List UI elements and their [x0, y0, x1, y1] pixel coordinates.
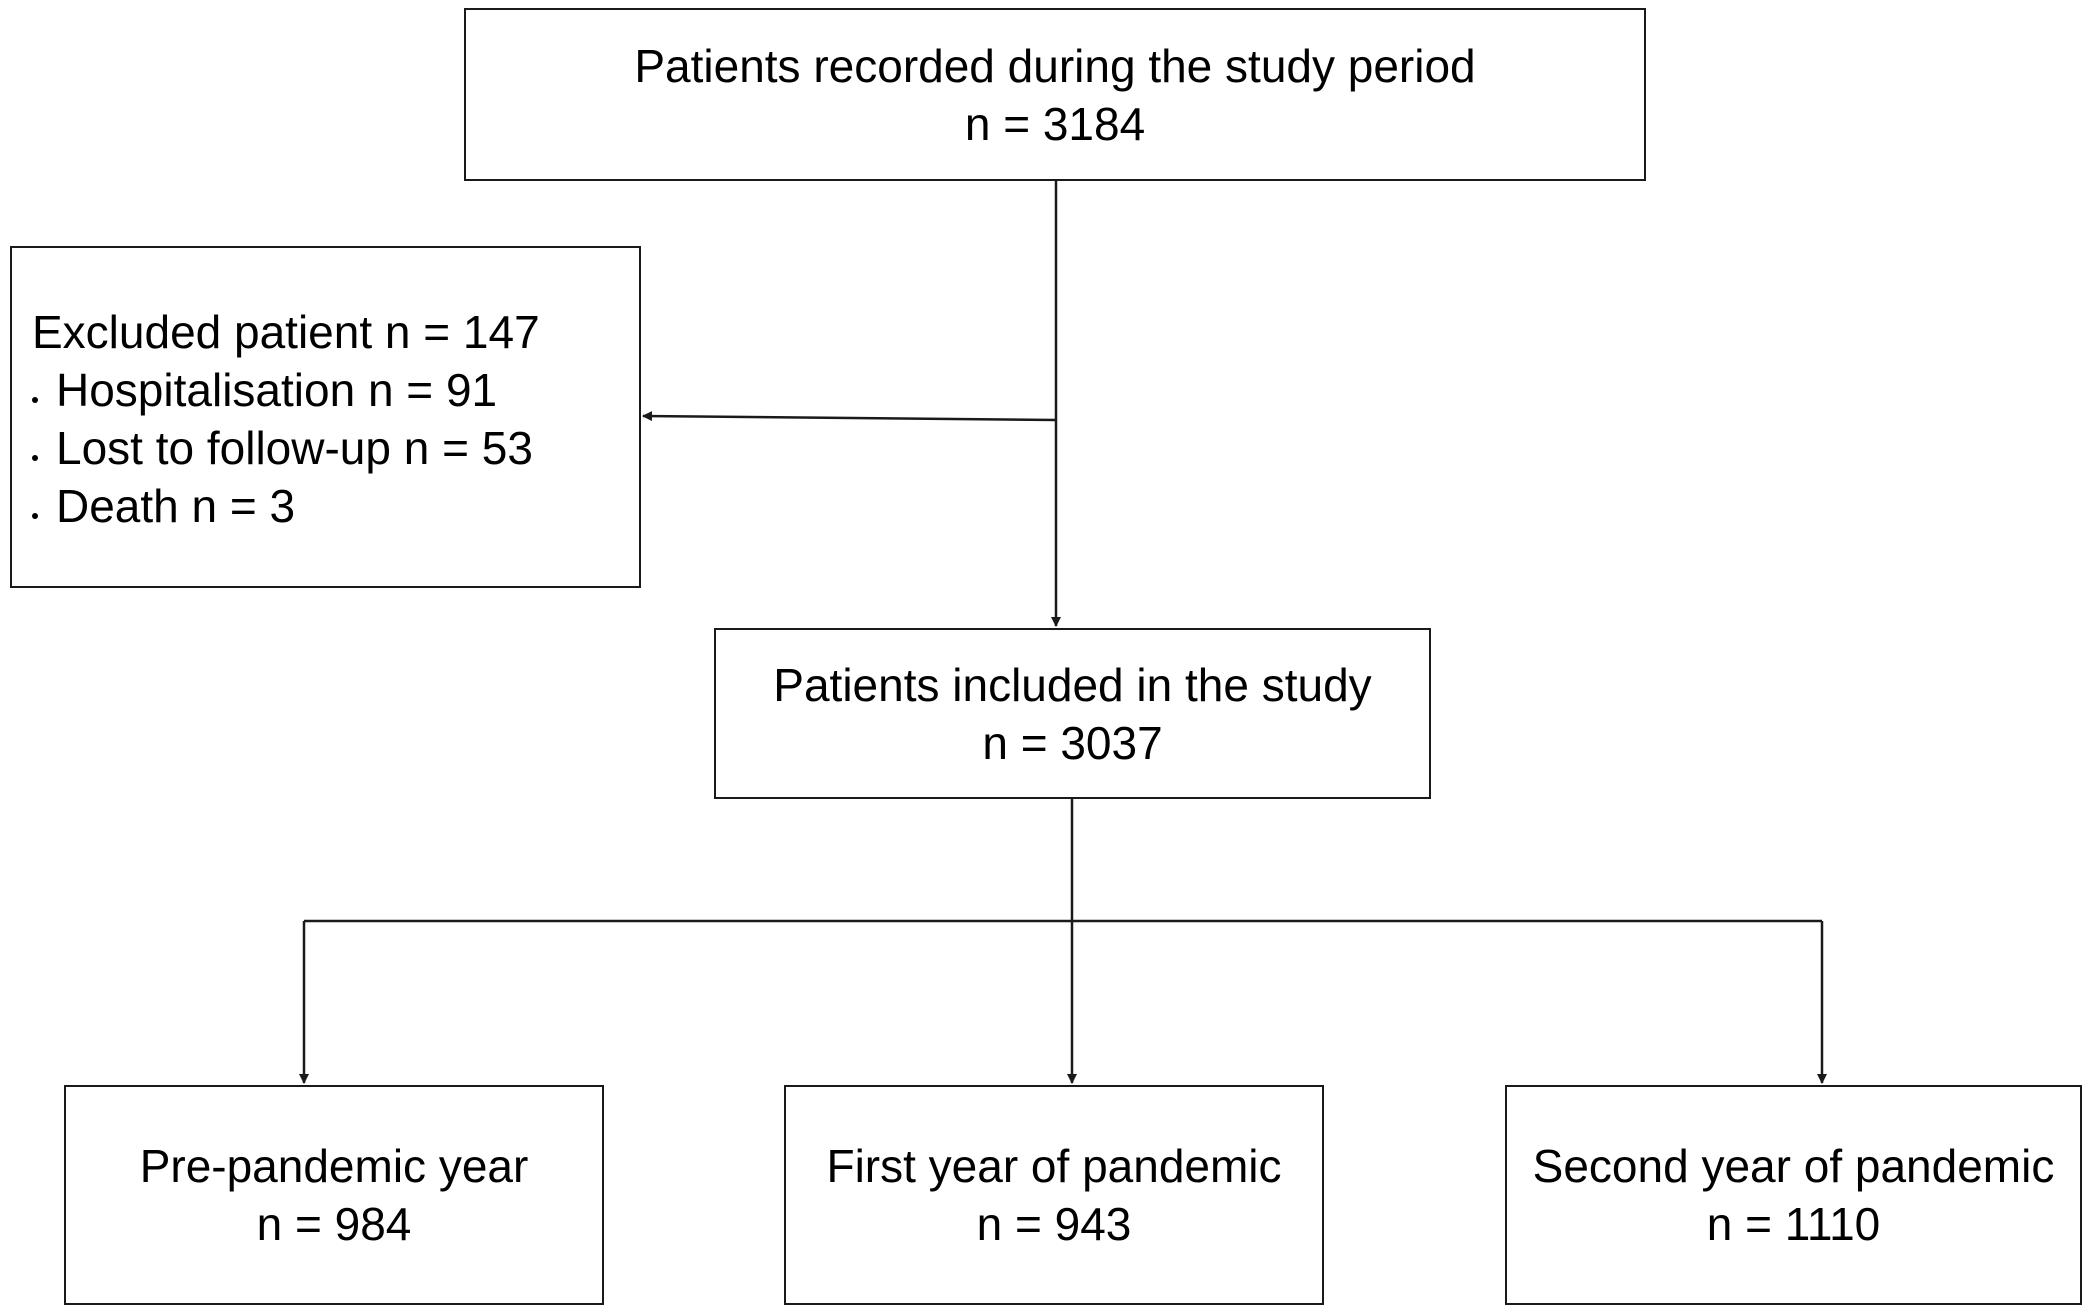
bullet-icon [32, 397, 38, 403]
excluded-item-death: Death n = 3 [56, 480, 296, 532]
box-patients-included: Patients included in the study n = 3037 [714, 628, 1431, 799]
box-pre-pandemic-count: n = 984 [256, 1198, 412, 1250]
excluded-item-lost-to-follow-up: Lost to follow-up n = 53 [56, 422, 533, 474]
box-second-year-pandemic: Second year of pandemic n = 1110 [1505, 1085, 2082, 1305]
bullet-icon [32, 513, 38, 519]
box-pre-pandemic-year: Pre-pandemic year n = 984 [64, 1085, 604, 1305]
box-second-year-label: Second year of pandemic [1532, 1140, 2055, 1192]
excluded-item: Hospitalisation n = 91 [32, 361, 639, 419]
box-first-year-label: First year of pandemic [826, 1140, 1282, 1192]
box-second-year-count: n = 1110 [1706, 1198, 1881, 1250]
box-patients-recorded-count: n = 3184 [964, 97, 1146, 150]
box-patients-recorded: Patients recorded during the study perio… [464, 8, 1646, 181]
box-pre-pandemic-label: Pre-pandemic year [139, 1140, 529, 1192]
excluded-title: Excluded patient n = 147 [32, 306, 540, 358]
box-first-year-count: n = 943 [976, 1198, 1132, 1250]
bullet-icon [32, 455, 38, 461]
box-excluded-patients: Excluded patient n = 147 Hospitalisation… [10, 246, 641, 588]
box-patients-recorded-label: Patients recorded during the study perio… [634, 39, 1476, 92]
excluded-item-hospitalisation: Hospitalisation n = 91 [56, 364, 498, 416]
box-patients-included-count: n = 3037 [982, 716, 1163, 769]
excluded-item: Death n = 3 [32, 477, 639, 535]
box-patients-included-label: Patients included in the study [773, 658, 1372, 711]
connector-to-excluded [642, 411, 1057, 422]
box-first-year-pandemic: First year of pandemic n = 943 [784, 1085, 1324, 1305]
excluded-item: Lost to follow-up n = 53 [32, 419, 639, 477]
